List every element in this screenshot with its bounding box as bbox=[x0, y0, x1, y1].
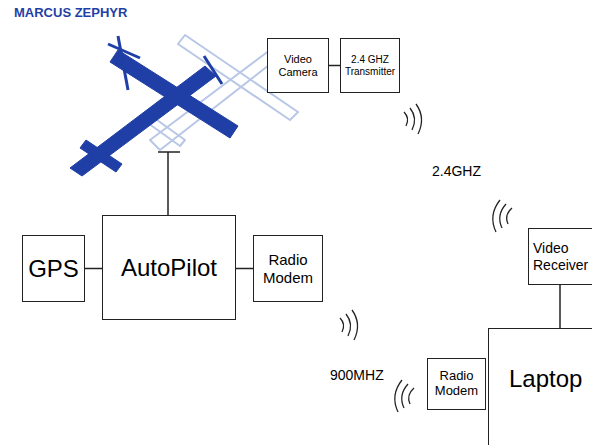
gps-box: GPS bbox=[22, 235, 85, 302]
box-text: Video Receiver bbox=[533, 240, 592, 272]
aircraft-name: MARCUS ZEPHYR bbox=[12, 5, 129, 20]
box-text: Laptop bbox=[509, 365, 582, 393]
autopilot-box: AutoPilot bbox=[102, 215, 236, 320]
connector-line bbox=[329, 65, 340, 67]
camera-box: Video Camera bbox=[267, 38, 329, 93]
box-text: AutoPilot bbox=[121, 254, 217, 282]
connector-line bbox=[85, 268, 102, 270]
transmitter-box: 2.4 GHZ Transmitter bbox=[340, 38, 400, 93]
video-receiver-box: Video Receiver bbox=[528, 228, 592, 285]
connector-line bbox=[559, 285, 561, 328]
radio-modem-box: Radio Modem bbox=[253, 235, 323, 302]
laptop-box: Laptop bbox=[488, 328, 592, 445]
box-text: Video Camera bbox=[271, 53, 325, 78]
box-text: 2.4 GHZ Transmitter bbox=[344, 54, 396, 77]
radio-waves bbox=[340, 310, 414, 412]
radio-modem-box: Radio Modem bbox=[427, 358, 486, 410]
box-text: Radio Modem bbox=[257, 251, 319, 286]
radio-waves bbox=[404, 104, 512, 232]
airplane bbox=[70, 36, 238, 176]
frequency-label: 900MHZ bbox=[328, 367, 386, 383]
connector-line bbox=[236, 268, 253, 270]
box-text: GPS bbox=[28, 255, 79, 283]
box-text: Radio Modem bbox=[431, 369, 482, 399]
frequency-label: 2.4GHZ bbox=[430, 163, 483, 179]
mount-line bbox=[158, 152, 180, 215]
